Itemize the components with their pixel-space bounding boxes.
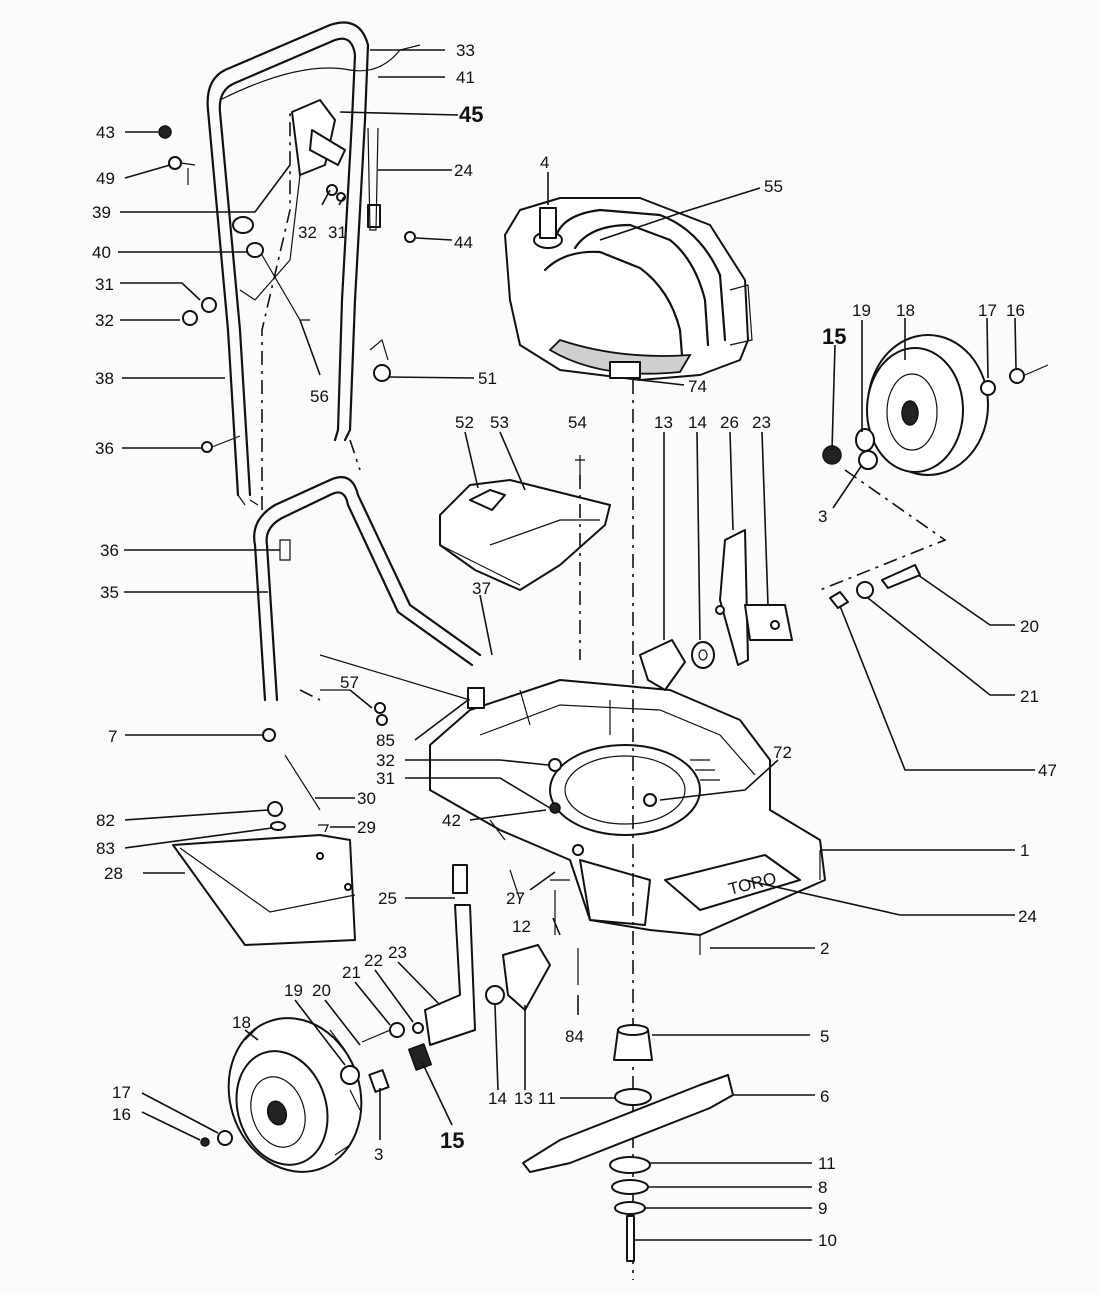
label-25: 25 (378, 889, 397, 908)
engine-cover-parts (439, 455, 611, 660)
label-20-left: 20 (312, 981, 331, 1000)
label-11-lower: 11 (818, 1154, 836, 1173)
label-72: 72 (773, 743, 792, 762)
label-18-right: 18 (896, 301, 915, 320)
label-29: 29 (357, 818, 376, 837)
label-42: 42 (442, 811, 461, 830)
label-28: 28 (104, 864, 123, 883)
label-38: 38 (95, 369, 114, 388)
right-wheel (639, 334, 1049, 691)
grass-deflector (172, 834, 356, 946)
label-83: 83 (96, 839, 115, 858)
label-84: 84 (565, 1027, 584, 1046)
label-21-left: 21 (342, 963, 361, 982)
mower-deck: TORO (429, 679, 826, 955)
label-13-right: 13 (654, 413, 673, 432)
label-6: 6 (820, 1087, 829, 1106)
label-5: 5 (820, 1027, 829, 1046)
label-82: 82 (96, 811, 115, 830)
label-44: 44 (454, 233, 473, 252)
label-11-upper: 11 (538, 1089, 556, 1108)
label-13-left: 13 (514, 1089, 533, 1108)
label-23-right: 23 (752, 413, 771, 432)
label-21-right: 21 (1020, 687, 1039, 706)
lower-handle (253, 439, 482, 702)
label-31-deck: 31 (376, 769, 395, 788)
label-49: 49 (96, 169, 115, 188)
label-51: 51 (478, 369, 497, 388)
label-3-left: 3 (374, 1145, 383, 1164)
label-16-left: 16 (112, 1105, 131, 1124)
label-18-left: 18 (232, 1013, 251, 1032)
label-20-right: 20 (1020, 617, 1039, 636)
label-43: 43 (96, 123, 115, 142)
label-24-top: 24 (454, 161, 473, 180)
label-15-left: 15 (440, 1128, 464, 1153)
label-26: 26 (720, 413, 739, 432)
label-9: 9 (818, 1199, 827, 1218)
label-30: 30 (357, 789, 376, 808)
upper-handle (206, 21, 370, 510)
label-56: 56 (310, 387, 329, 406)
label-39: 39 (92, 203, 111, 222)
label-10: 10 (818, 1231, 837, 1250)
label-45: 45 (459, 102, 483, 127)
label-2: 2 (820, 939, 829, 958)
label-16-right: 16 (1006, 301, 1025, 320)
deck-small-parts (262, 654, 657, 833)
label-31-handle: 31 (95, 275, 114, 294)
label-37: 37 (472, 579, 491, 598)
label-23-left: 23 (388, 943, 407, 962)
label-14-right: 14 (688, 413, 707, 432)
label-53: 53 (490, 413, 509, 432)
label-33: 33 (456, 41, 475, 60)
label-3-right: 3 (818, 507, 827, 526)
label-36-upper: 36 (95, 439, 114, 458)
label-32-deck: 32 (376, 751, 395, 770)
label-55: 55 (764, 177, 783, 196)
label-27: 27 (506, 889, 525, 908)
label-14-left: 14 (488, 1089, 507, 1108)
label-54: 54 (568, 413, 587, 432)
label-22: 22 (364, 951, 383, 970)
label-41: 41 (456, 68, 475, 87)
throttle-control (219, 44, 421, 321)
handle-fasteners (158, 125, 416, 561)
label-31-control: 31 (328, 223, 347, 242)
label-85: 85 (376, 731, 395, 750)
label-8: 8 (818, 1178, 827, 1197)
label-19-right: 19 (852, 301, 871, 320)
engine (504, 197, 753, 381)
left-wheel (200, 819, 584, 1173)
label-40: 40 (92, 243, 111, 262)
label-1: 1 (1020, 841, 1029, 860)
leader-lines (118, 49, 1035, 1241)
label-15-right: 15 (822, 324, 846, 349)
label-32-handle: 32 (95, 311, 114, 330)
label-47: 47 (1038, 761, 1057, 780)
label-4: 4 (540, 153, 549, 172)
label-17-right: 17 (978, 301, 997, 320)
label-19-left: 19 (284, 981, 303, 1000)
part-labels: 33 41 45 24 44 51 43 49 39 40 31 32 38 3… (92, 41, 1057, 1250)
label-57: 57 (340, 673, 359, 692)
label-24-deck: 24 (1018, 907, 1037, 926)
label-32-control: 32 (298, 223, 317, 242)
label-35: 35 (100, 583, 119, 602)
label-12: 12 (512, 917, 531, 936)
label-17-left: 17 (112, 1083, 131, 1102)
label-7: 7 (108, 727, 117, 746)
label-36-lower: 36 (100, 541, 119, 560)
label-74: 74 (688, 377, 707, 396)
label-52: 52 (455, 413, 474, 432)
